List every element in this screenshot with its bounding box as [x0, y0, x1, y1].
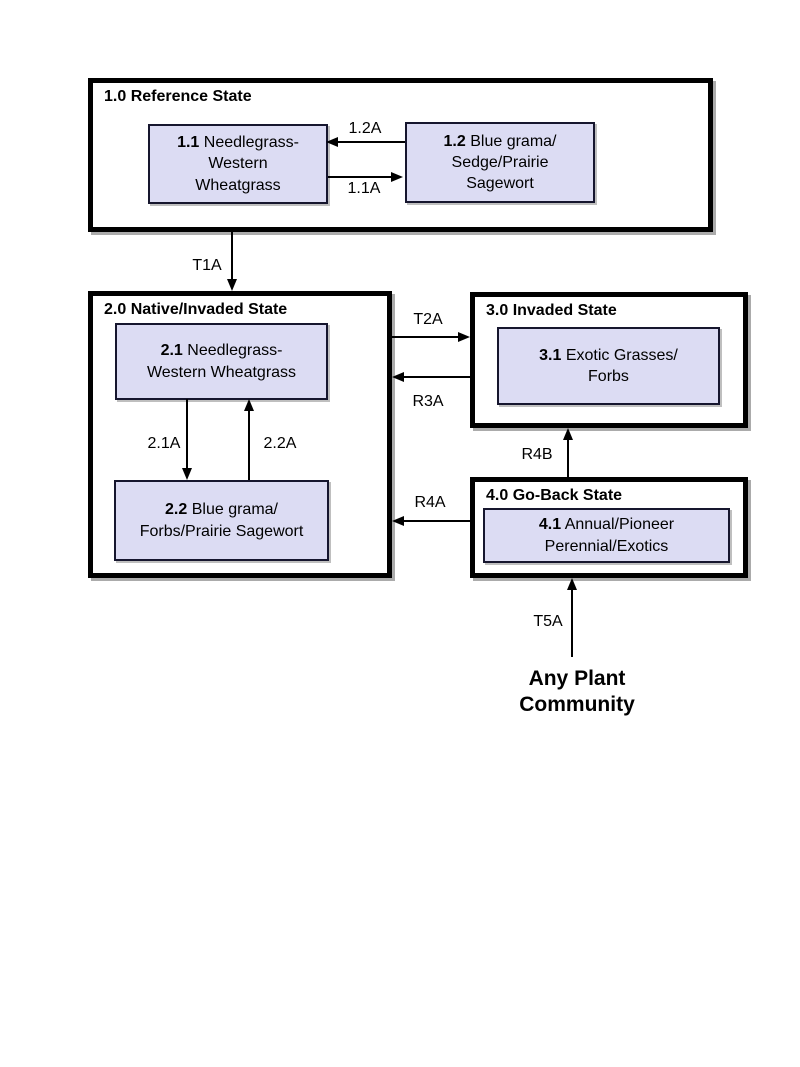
arrow-line-r4b — [567, 440, 569, 477]
arrowhead-r4b — [563, 428, 573, 440]
transition-label-r4b: R4B — [521, 446, 553, 463]
arrowhead-t5a — [567, 578, 577, 590]
arrowhead-r4a — [392, 516, 404, 526]
arrow-line-r4a — [404, 520, 470, 522]
arrowhead-2-2a — [244, 399, 254, 411]
arrow-line-r3a — [404, 376, 470, 378]
community-number-2-2: 2.2 — [165, 501, 188, 519]
community-name-1-1: Needlegrass- Western Wheatgrass — [195, 134, 299, 194]
state-title-3-0: 3.0 Invaded State — [486, 302, 617, 319]
community-name-2-2: Blue grama/ Forbs/Prairie Sagewort — [139, 501, 304, 540]
state-title-1-0: 1.0 Reference State — [104, 88, 252, 105]
state-title-4-0: 4.0 Go-Back State — [486, 487, 623, 504]
community-number-3-1: 3.1 — [539, 346, 562, 364]
community-number-1-2: 1.2 — [443, 132, 466, 150]
arrow-line-t1a — [231, 232, 233, 279]
community-box-1-1: 1.1 Needlegrass- Western Wheatgrass — [148, 124, 328, 204]
transition-label-2-1a: 2.1A — [147, 435, 181, 452]
community-box-3-1: 3.1 Exotic Grasses/ Forbs — [497, 327, 720, 405]
arrowhead-t1a — [227, 279, 237, 291]
community-text-2-1: 2.1 Needlegrass- Western Wheatgrass — [147, 340, 296, 382]
any-plant-community-label: Any Plant Community — [519, 667, 635, 717]
transition-label-2-2a: 2.2A — [263, 435, 297, 452]
community-name-1-2: Blue grama/ Sedge/Prairie Sagewort — [451, 132, 557, 193]
community-number-4-1: 4.1 — [538, 516, 562, 534]
community-text-4-1: 4.1 Annual/Pioneer Perennial/Exotics — [539, 514, 674, 556]
community-box-4-1: 4.1 Annual/Pioneer Perennial/Exotics — [483, 508, 730, 563]
transition-label-r3a: R3A — [412, 393, 444, 410]
arrowhead-t2a — [458, 332, 470, 342]
community-text-2-2: 2.2 Blue grama/ Forbs/Prairie Sagewort — [140, 499, 304, 541]
transition-label-r4a: R4A — [414, 494, 446, 511]
community-box-1-2: 1.2 Blue grama/ Sedge/Prairie Sagewort — [405, 122, 595, 203]
state-box-4-0: 4.0 Go-Back State 4.1 Annual/Pioneer Per… — [470, 477, 748, 578]
arrowhead-r3a — [392, 372, 404, 382]
arrowhead-1-1a — [391, 172, 403, 182]
community-name-2-1: Needlegrass- Western Wheatgrass — [146, 342, 297, 381]
state-box-1-0: 1.0 Reference State 1.1 Needlegrass- Wes… — [88, 78, 713, 232]
arrowhead-2-1a — [182, 468, 192, 480]
community-number-1-1: 1.1 — [177, 134, 200, 152]
arrow-line-2-2a — [248, 411, 250, 480]
arrowhead-1-2a — [326, 137, 338, 147]
transition-label-1-2a: 1.2A — [348, 120, 382, 137]
community-box-2-2: 2.2 Blue grama/ Forbs/Prairie Sagewort — [114, 480, 329, 561]
community-name-4-1: Annual/Pioneer Perennial/Exotics — [544, 516, 675, 555]
transition-label-1-1a: 1.1A — [347, 180, 381, 197]
community-box-2-1: 2.1 Needlegrass- Western Wheatgrass — [115, 323, 328, 400]
arrow-line-1-1a — [328, 176, 391, 178]
community-text-1-2: 1.2 Blue grama/ Sedge/Prairie Sagewort — [444, 131, 557, 194]
arrow-line-1-2a — [338, 141, 405, 143]
transition-label-t2a: T2A — [413, 311, 443, 328]
arrow-line-t5a — [571, 590, 573, 657]
community-text-3-1: 3.1 Exotic Grasses/ Forbs — [539, 345, 678, 387]
arrow-line-2-1a — [186, 399, 188, 468]
state-box-3-0: 3.0 Invaded State 3.1 Exotic Grasses/ Fo… — [470, 292, 748, 428]
community-text-1-1: 1.1 Needlegrass- Western Wheatgrass — [177, 132, 299, 195]
arrow-line-t2a — [392, 336, 458, 338]
community-number-2-1: 2.1 — [160, 342, 183, 360]
state-box-2-0: 2.0 Native/Invaded State 2.1 Needlegrass… — [88, 291, 392, 578]
transition-label-t1a: T1A — [192, 257, 222, 274]
community-name-3-1: Exotic Grasses/ Forbs — [565, 346, 678, 385]
transition-label-t5a: T5A — [533, 613, 563, 630]
state-title-2-0: 2.0 Native/Invaded State — [104, 301, 288, 318]
